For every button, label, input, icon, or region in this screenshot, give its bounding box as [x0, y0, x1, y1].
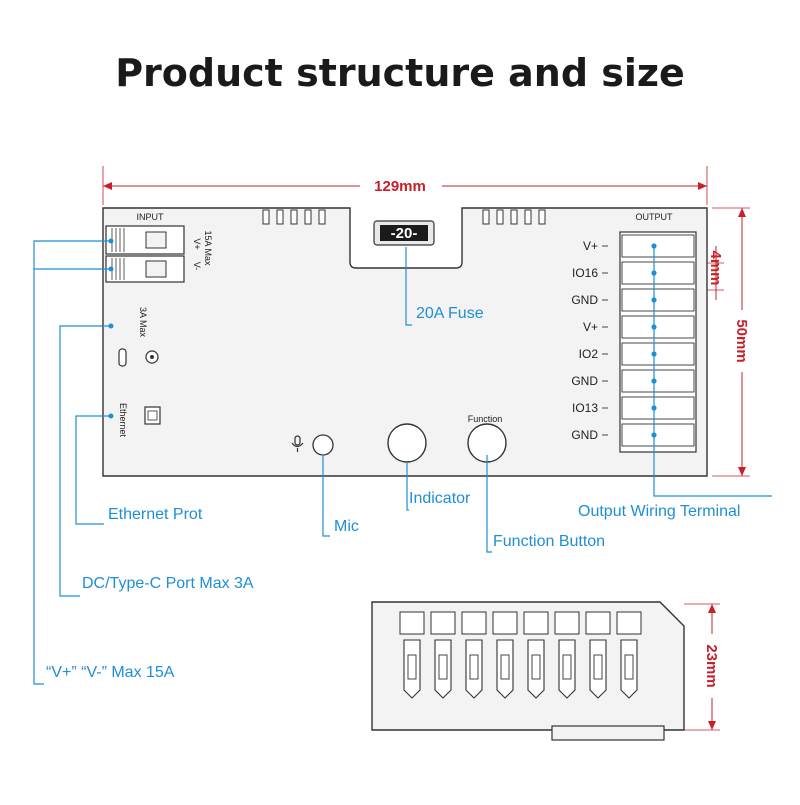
ethernet-callout: Ethernet Prot — [108, 506, 203, 523]
input-vminus-label: V- — [192, 262, 202, 271]
dc-callout: DC/Type-C Port Max 3A — [82, 575, 254, 592]
depth-label: 23mm — [703, 644, 720, 687]
mic-callout: Mic — [334, 518, 359, 535]
side-terminal-slot — [492, 611, 518, 699]
output-pin-label: GND — [571, 293, 598, 307]
side-terminal-slot — [461, 611, 487, 699]
output-terminal-slot — [621, 423, 695, 447]
callout-leaders — [33, 238, 772, 685]
function-callout: Function Button — [493, 533, 605, 550]
indicator-light — [387, 423, 427, 463]
output-terminal-slot — [621, 342, 695, 366]
side-terminal-slot — [616, 611, 642, 699]
side-terminal-slot — [585, 611, 611, 699]
output-pin-label: IO13 — [572, 401, 598, 415]
output-pin-label: V+ — [583, 320, 598, 334]
input-terminal-block — [105, 225, 185, 283]
side-terminal-slot — [554, 611, 580, 699]
output-terminal-slot — [621, 315, 695, 339]
input-rating-label: 15A Max — [203, 230, 213, 266]
input-label: INPUT — [137, 212, 165, 222]
output-terminal-slot — [621, 396, 695, 420]
ethernet-port-icon — [144, 406, 161, 425]
vpower-callout: “V+” “V-” Max 15A — [46, 664, 175, 681]
side-view — [371, 601, 685, 741]
display-readout: -20- — [391, 225, 418, 242]
indicator-callout: Indicator — [409, 490, 471, 507]
output-terminal-slot — [621, 288, 695, 312]
page-title: Product structure and size — [115, 51, 685, 95]
output-terminal-slot — [621, 369, 695, 393]
dc-jack-icon — [145, 350, 159, 364]
side-terminal-slot — [430, 611, 456, 699]
output-pin-label: GND — [571, 374, 598, 388]
height-dimension: 50mm — [712, 207, 750, 477]
width-label: 129mm — [374, 178, 426, 195]
height-label: 50mm — [733, 319, 750, 362]
digital-display: -20- — [373, 220, 435, 246]
ethernet-label: Ethernet — [118, 403, 128, 438]
output-callout: Output Wiring Terminal — [578, 503, 740, 520]
output-label: OUTPUT — [636, 212, 674, 222]
width-dimension: 129mm — [102, 166, 708, 205]
mic-hole — [312, 434, 334, 456]
output-terminal-slot — [621, 261, 695, 285]
vent-slots-left — [262, 209, 326, 225]
fuse-callout: 20A Fuse — [416, 305, 484, 322]
pitch-dimension: 4mm — [696, 246, 724, 300]
controller-board: -20- INPUT V+ V- 15A Max 3A Max — [102, 207, 708, 477]
output-terminal-block — [619, 231, 697, 453]
type-c-port-icon — [118, 348, 127, 367]
depth-dimension: 23mm — [684, 603, 720, 731]
dc-rating-label: 3A Max — [138, 307, 148, 338]
output-terminal-slot — [621, 234, 695, 258]
side-terminal-slot — [399, 611, 425, 699]
vent-slots-right — [482, 209, 546, 225]
output-pin-label: IO16 — [572, 266, 598, 280]
function-label: Function — [468, 414, 503, 424]
output-pin-label: V+ — [583, 239, 598, 253]
output-pin-label: IO2 — [579, 347, 599, 361]
pitch-label: 4mm — [707, 250, 724, 285]
input-vplus-label: V+ — [192, 238, 202, 249]
side-terminal-slot — [523, 611, 549, 699]
mic-icon — [291, 435, 304, 452]
output-pin-label: GND — [571, 428, 598, 442]
